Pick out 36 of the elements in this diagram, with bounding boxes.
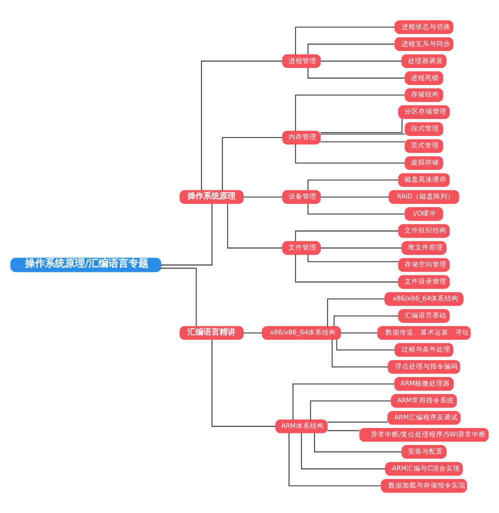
connector (308, 67, 406, 79)
connector (222, 137, 283, 191)
connector (308, 44, 396, 55)
connector (332, 339, 388, 368)
connector (327, 298, 385, 327)
connector (308, 254, 399, 262)
connector (320, 60, 402, 62)
connector (227, 203, 283, 248)
connector (326, 422, 388, 423)
connector (201, 60, 283, 191)
connector (295, 144, 406, 164)
connector (320, 118, 403, 134)
node-box: 操作系统原理/汇编语言专题 (10, 258, 162, 272)
connector (300, 432, 386, 470)
connector (336, 339, 396, 350)
connector (160, 203, 212, 266)
connector (243, 332, 263, 334)
connector (295, 230, 399, 242)
connector (160, 268, 197, 327)
connector (308, 180, 399, 191)
connector (320, 134, 406, 135)
connector (288, 432, 382, 486)
connector (320, 196, 390, 198)
connector (243, 196, 283, 198)
connector (314, 432, 402, 452)
connector (295, 26, 396, 56)
connector (320, 141, 406, 142)
connector (295, 254, 399, 282)
connector (340, 332, 378, 334)
connector (295, 94, 406, 132)
connector (334, 316, 399, 327)
connector (292, 383, 395, 420)
connector (310, 400, 392, 420)
connector (211, 339, 276, 427)
connector (326, 430, 360, 432)
connector (308, 203, 406, 214)
